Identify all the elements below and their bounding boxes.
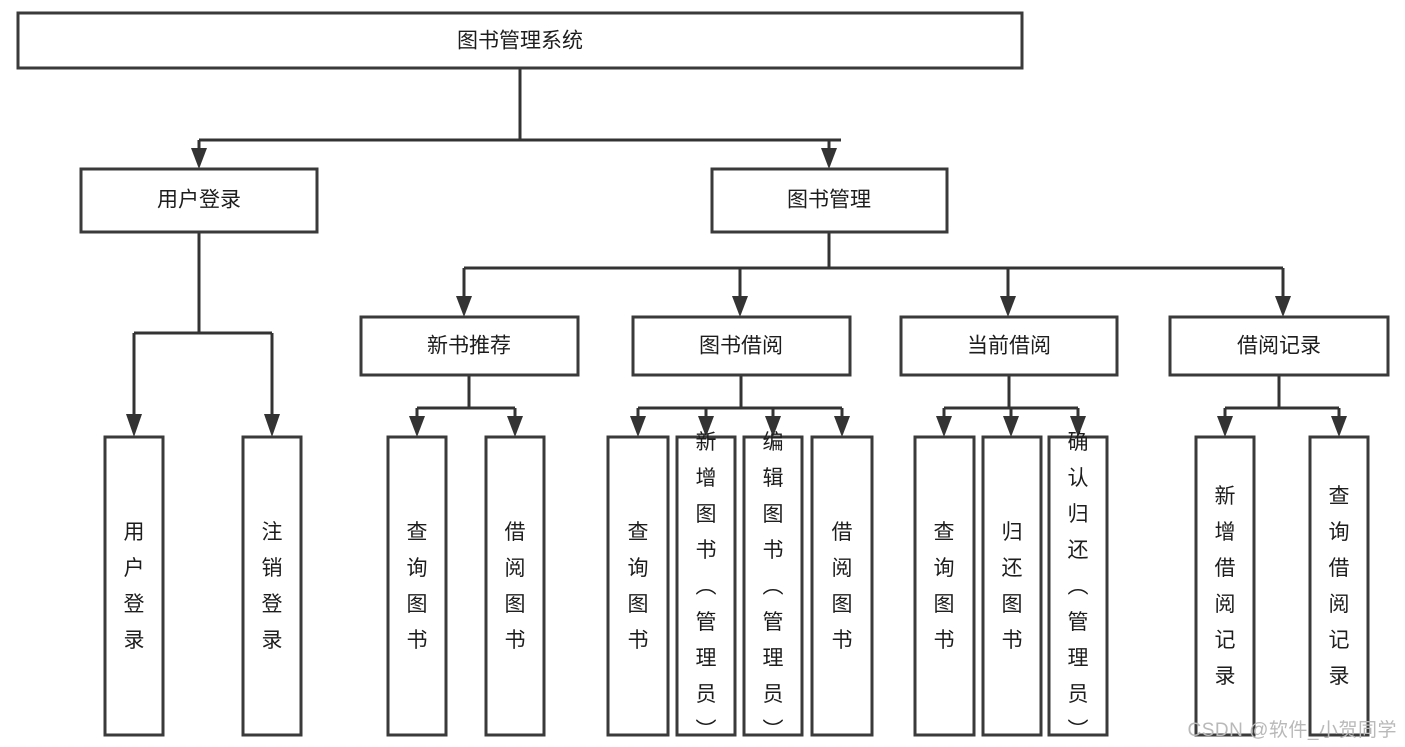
new-book-recommend-label: 新书推荐 [427, 335, 511, 358]
node-new-book-recommend[interactable]: 新书推荐 [359, 315, 580, 377]
new-book-recommend-box[interactable] [359, 315, 580, 377]
arrowhead-leaf-add-book-admin [698, 416, 714, 437]
borrow-record-box[interactable] [1168, 315, 1390, 377]
leaf-add-book-admin-box[interactable] [675, 435, 737, 737]
leaf-return-book-label: 归还图书 [1002, 521, 1023, 652]
arrowhead-book-manage [821, 148, 837, 169]
arrowhead-new-book-recommend [456, 296, 472, 317]
arrowhead-leaf-borrow-book-rec [507, 416, 523, 437]
arrowhead-leaf-query-book-current [936, 416, 952, 437]
leaf-add-borrow-record-label: 新增借阅记录 [1215, 485, 1236, 688]
leaf-query-book-rec-box[interactable] [386, 435, 448, 737]
current-borrow-label: 当前借阅 [967, 335, 1051, 358]
leaf-user-login-label: 用户登录 [124, 521, 145, 652]
arrowhead-leaf-borrow-book [834, 416, 850, 437]
leaf-user-logout-label: 注销登录 [262, 521, 283, 652]
leaf-user-login-box[interactable] [103, 435, 165, 737]
leaf-query-book-borrow-label: 查询图书 [628, 521, 649, 652]
user-login-label: 用户登录 [157, 189, 241, 212]
root-label: 图书管理系统 [457, 30, 583, 53]
current-borrow-box[interactable] [899, 315, 1119, 377]
leaf-edit-book-admin-box[interactable] [742, 435, 804, 737]
book-manage-box[interactable] [710, 167, 949, 234]
leaf-confirm-return-admin-label: 确认归还︵管理员︶ [1068, 431, 1089, 742]
arrowhead-user-login [191, 148, 207, 169]
leaf-borrow-book-label: 借阅图书 [832, 521, 853, 652]
node-current-borrow[interactable]: 当前借阅 [899, 315, 1119, 377]
user-login-box[interactable] [79, 167, 319, 234]
arrowhead-book-borrow [732, 296, 748, 317]
borrow-record-label: 借阅记录 [1237, 335, 1321, 358]
leaf-query-book-borrow-box[interactable] [606, 435, 670, 737]
node-user-login[interactable]: 用户登录 [79, 167, 319, 234]
leaf-borrow-book-rec-box[interactable] [484, 435, 546, 737]
leaf-query-book-rec-label: 查询图书 [407, 521, 428, 652]
leaf-query-book-current-box[interactable] [913, 435, 976, 737]
leaf-query-borrow-record-box[interactable] [1308, 435, 1370, 737]
arrowhead-borrow-record [1275, 296, 1291, 317]
node-root[interactable]: 图书管理系统 [16, 11, 1024, 70]
arrowhead-leaf-query-book-borrow [630, 416, 646, 437]
arrowhead-leaf-confirm-return-admin [1070, 416, 1086, 437]
arrowhead-leaf-query-book-rec [409, 416, 425, 437]
leaf-add-book-admin-label: 新增图书︵管理员︶ [696, 431, 717, 742]
arrowhead-leaf-add-borrow-record [1217, 416, 1233, 437]
arrowhead-leaf-edit-book-admin [765, 416, 781, 437]
leaf-add-borrow-record-box[interactable] [1194, 435, 1256, 737]
book-borrow-box[interactable] [631, 315, 852, 377]
leaf-confirm-return-admin-box[interactable] [1047, 435, 1109, 737]
node-borrow-record[interactable]: 借阅记录 [1168, 315, 1390, 377]
arrowhead-leaf-return-book [1003, 416, 1019, 437]
leaf-node-group [103, 435, 1370, 737]
book-borrow-label: 图书借阅 [699, 335, 783, 358]
connector-layer [126, 68, 1347, 437]
leaf-return-book-box[interactable] [981, 435, 1043, 737]
node-book-borrow[interactable]: 图书借阅 [631, 315, 852, 377]
leaf-edit-book-admin-label: 编辑图书︵管理员︶ [763, 431, 784, 742]
arrowhead-current-borrow [1000, 296, 1016, 317]
node-book-manage[interactable]: 图书管理 [710, 167, 949, 234]
arrowhead-leaf-user-logout [264, 414, 280, 437]
book-manage-label: 图书管理 [787, 189, 871, 212]
root-box[interactable] [16, 11, 1024, 70]
leaf-borrow-book-rec-label: 借阅图书 [505, 521, 526, 652]
leaf-query-borrow-record-label: 查询借阅记录 [1329, 485, 1350, 688]
leaf-borrow-book-box[interactable] [810, 435, 874, 737]
leaf-user-logout-box[interactable] [241, 435, 303, 737]
arrowhead-leaf-user-login [126, 414, 142, 437]
arrowhead-leaf-query-borrow-record [1331, 416, 1347, 437]
leaf-query-book-current-label: 查询图书 [934, 521, 955, 652]
leaf-label-layer: 用户登录 注销登录 查询图书 借阅图书 查询图书 新增图书︵管理员︶ 编辑图书︵… [124, 431, 1350, 742]
